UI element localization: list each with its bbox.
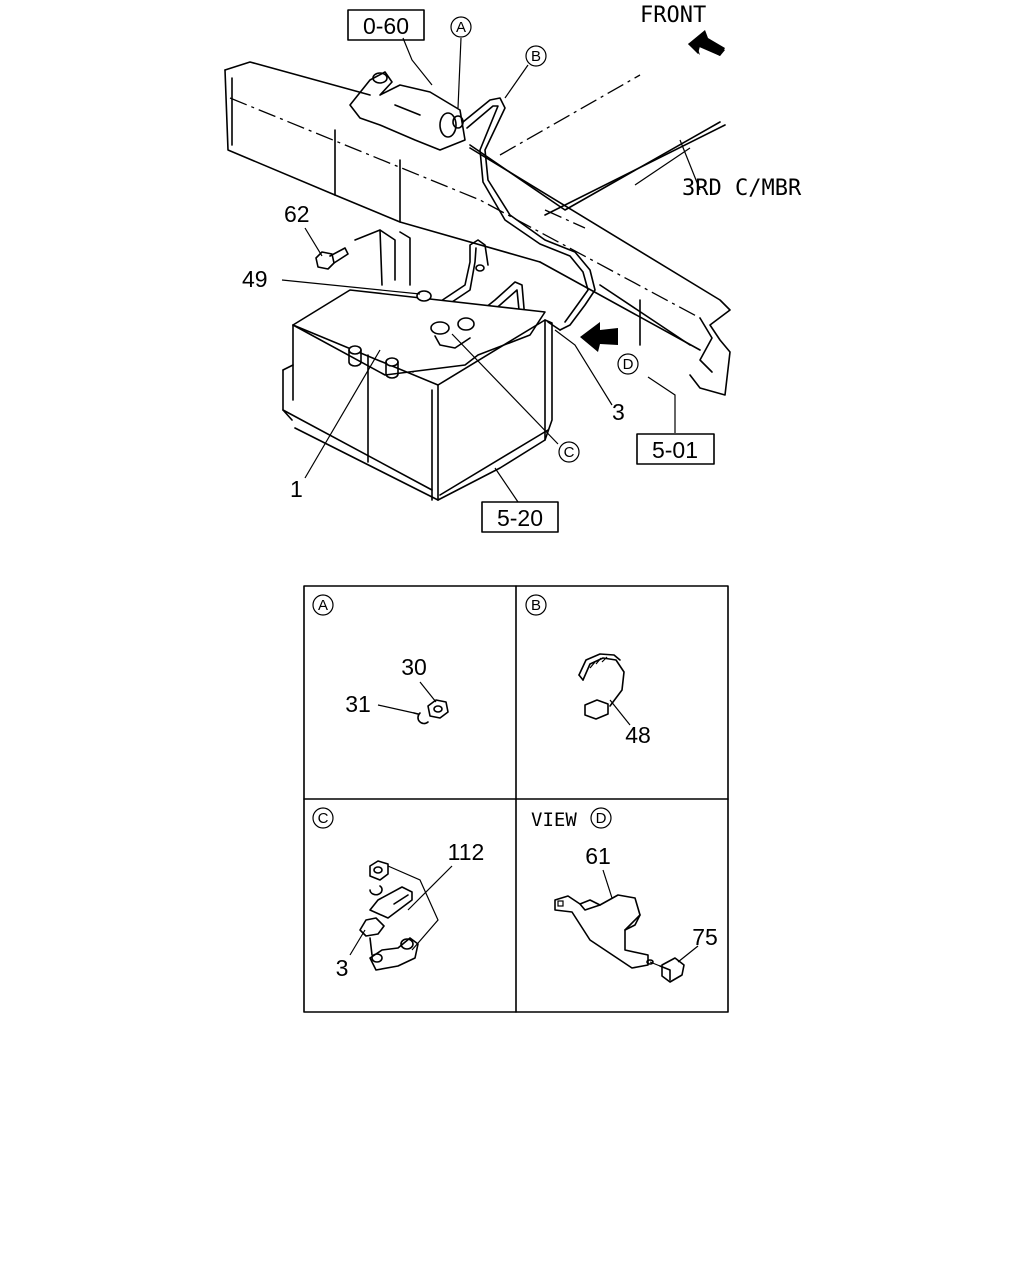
- nut-30: [427, 699, 449, 719]
- detail-b: B 48: [525, 594, 651, 748]
- bolt-75: [649, 957, 685, 983]
- detail-d-part-75: 75: [692, 924, 718, 950]
- battery: [282, 264, 553, 501]
- ref-0-60: 0-60: [363, 13, 409, 39]
- callout-d: D: [617, 353, 639, 375]
- member-label: 3RD C/MBR: [682, 176, 802, 201]
- part-49: 49: [242, 266, 268, 292]
- washer-31: [413, 712, 429, 725]
- detail-d: VIEW D 61 75: [531, 807, 718, 983]
- third-cross-member: [469, 74, 726, 229]
- ref-5-01: 5-01: [652, 437, 698, 463]
- cable-clip-48: [578, 653, 625, 720]
- ref-5-20: 5-20: [497, 505, 543, 531]
- detail-c-part-112: 112: [448, 839, 485, 865]
- detail-d-part-61: 61: [585, 843, 611, 869]
- ref-box-0-60: 0-60: [347, 9, 425, 41]
- svg-text:A: A: [456, 19, 466, 36]
- starter-motor: [349, 71, 466, 151]
- detail-d-callout: D: [596, 810, 607, 827]
- detail-a-part-30: 30: [401, 654, 427, 680]
- detail-c: C 112 3: [312, 807, 485, 981]
- main-view: FRONT 3RD C/MBR 0-60 5-01 5-20 62 49 1 3…: [224, 3, 802, 533]
- detail-a: A 30 31: [312, 594, 449, 725]
- battery-bracket: [354, 229, 411, 286]
- detail-a-callout: A: [318, 597, 328, 614]
- detail-grid: [303, 585, 729, 1013]
- callout-c: C: [558, 441, 580, 463]
- part-62: 62: [284, 201, 310, 227]
- detail-c-callout: C: [318, 810, 329, 827]
- front-label: FRONT: [640, 3, 706, 28]
- terminal-assembly: [359, 860, 419, 971]
- detail-a-part-31: 31: [345, 691, 371, 717]
- detail-b-part-48: 48: [625, 722, 651, 748]
- leader-lines: [281, 37, 691, 503]
- svg-text:C: C: [564, 444, 575, 461]
- ref-box-5-01: 5-01: [636, 433, 715, 465]
- ref-box-5-20: 5-20: [481, 501, 559, 533]
- part-1: 1: [290, 476, 303, 502]
- bracket-61: [554, 894, 654, 969]
- svg-text:D: D: [623, 356, 634, 373]
- front-arrow: [688, 30, 725, 56]
- detail-c-part-3: 3: [336, 955, 349, 981]
- svg-text:B: B: [531, 48, 541, 65]
- bolt-62: [315, 247, 349, 270]
- view-d-arrow: [580, 322, 618, 352]
- detail-d-view-label: VIEW: [531, 809, 577, 831]
- callout-b: B: [525, 45, 547, 67]
- frame-side-member: [224, 61, 731, 396]
- callout-a: A: [450, 16, 472, 38]
- detail-b-callout: B: [531, 597, 541, 614]
- part-3: 3: [612, 399, 625, 425]
